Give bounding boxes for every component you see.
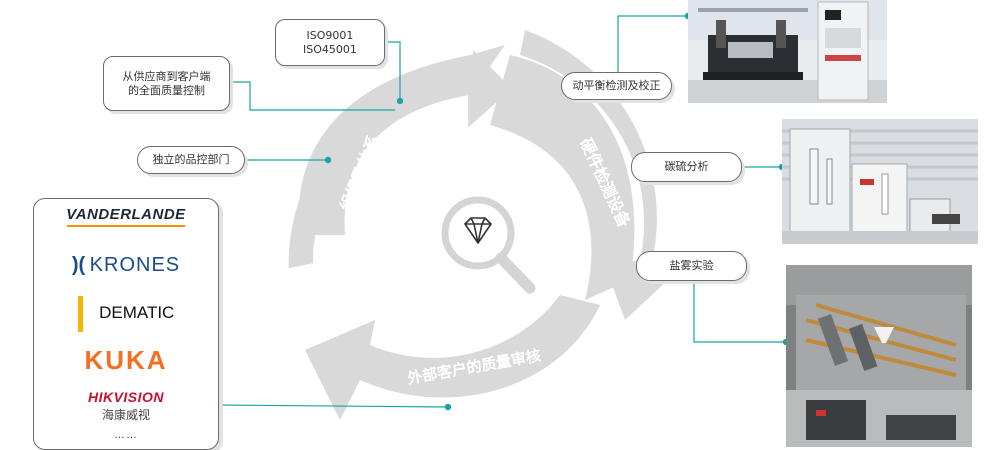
- vanderlande-text: VANDERLANDE: [66, 206, 186, 223]
- balancing-text: 动平衡检测及校正: [572, 79, 661, 92]
- connector-lines: [217, 15, 786, 408]
- logo-hikvision: HIKVISION 海康威视: [34, 389, 218, 423]
- krones-text: KRONES: [89, 254, 181, 276]
- callout-supply-chain-quality: 从供应商到客户端 的全面质量控制: [103, 56, 230, 111]
- supply-chain-line-2: 的全面质量控制: [128, 83, 205, 97]
- ring-segment-organization-body: [298, 45, 505, 235]
- hikvision-cn-text: 海康威视: [101, 408, 150, 422]
- dematic-bar-icon: [77, 296, 83, 332]
- ring-segment-hardware-body: [490, 55, 635, 300]
- diamond-magnifier-icon: [441, 196, 536, 294]
- more-text: ……: [114, 429, 138, 441]
- iso-9001-text: ISO9001: [306, 28, 354, 42]
- callout-qc-department: 独立的品控部门: [137, 146, 245, 174]
- callout-balancing: 动平衡检测及校正: [561, 72, 672, 100]
- hikvision-text: HIKVISION: [87, 389, 165, 405]
- callout-iso-certifications: ISO9001 ISO45001: [275, 19, 385, 66]
- salt-spray-chamber-photo: [786, 265, 972, 447]
- dematic-text: DEMATIC: [99, 303, 175, 322]
- vanderlande-underline: [67, 225, 185, 227]
- callout-salt-spray: 盐雾实验: [636, 251, 747, 281]
- more-customers-ellipsis: ……: [34, 425, 218, 443]
- customer-logos-panel: VANDERLANDE )( KRONES DEMATIC KUKA HIKVI…: [33, 198, 219, 450]
- ring-segment-external-audit: [305, 295, 600, 420]
- balancing-machine-photo: [688, 0, 887, 103]
- logo-dematic: DEMATIC: [34, 296, 218, 332]
- iso-45001-text: ISO45001: [303, 42, 357, 56]
- carbon-sulfur-text: 碳硫分析: [664, 160, 709, 173]
- supply-chain-line-1: 从供应商到客户端: [122, 69, 211, 83]
- callout-carbon-sulfur: 碳硫分析: [631, 152, 742, 182]
- logo-vanderlande: VANDERLANDE: [34, 206, 218, 227]
- logo-krones: )( KRONES: [34, 254, 218, 277]
- kuka-text: KUKA: [84, 345, 168, 375]
- salt-spray-text: 盐雾实验: [669, 259, 714, 272]
- qc-department-text: 独立的品控部门: [152, 153, 230, 166]
- krones-mark-icon: )(: [71, 254, 86, 276]
- logo-kuka: KUKA: [34, 345, 218, 376]
- carbon-sulfur-analyzer-photo: [782, 119, 978, 244]
